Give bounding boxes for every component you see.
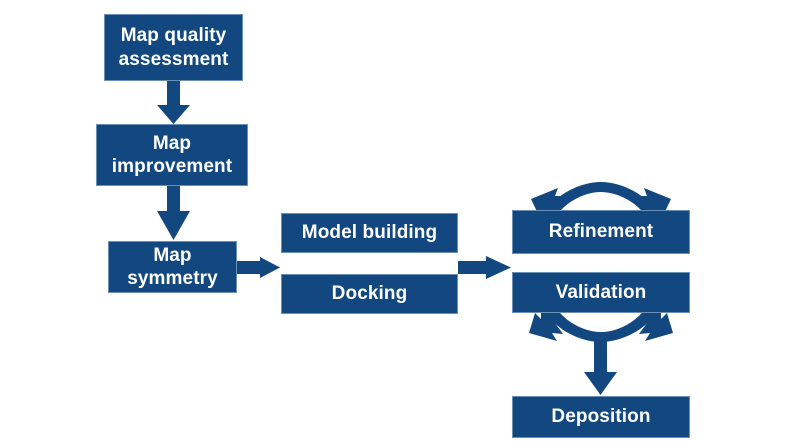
arrow-map-improvement-to-map-symmetry [157,186,190,240]
cycle-top-arc [531,182,671,236]
node-validation[interactable]: Validation [512,272,690,313]
arrow-map-symmetry-to-model-building [237,257,280,278]
node-label: Deposition [551,406,651,428]
arrow-validation-to-deposition [584,336,617,395]
node-refinement[interactable]: Refinement [512,210,690,254]
arrow-docking-to-refinement [458,256,511,279]
cycle-bottom-arc [529,288,673,342]
node-label: Validation [555,281,647,303]
node-docking[interactable]: Docking [281,274,458,314]
node-label-line2: improvement [111,156,233,177]
node-label: Refinement [548,221,654,243]
node-deposition[interactable]: Deposition [512,396,690,438]
node-label-line2: symmetry [127,268,218,289]
node-label-line1: Map [152,132,192,154]
node-label-line1: Map [153,244,192,266]
node-label: Model building [301,222,438,244]
node-label-line1: Map quality [120,25,227,47]
node-label: Docking [331,283,408,305]
node-model-building[interactable]: Model building [281,213,458,253]
node-label-line2: assessment [118,48,229,70]
arrow-map-quality-to-map-improvement [157,81,190,124]
